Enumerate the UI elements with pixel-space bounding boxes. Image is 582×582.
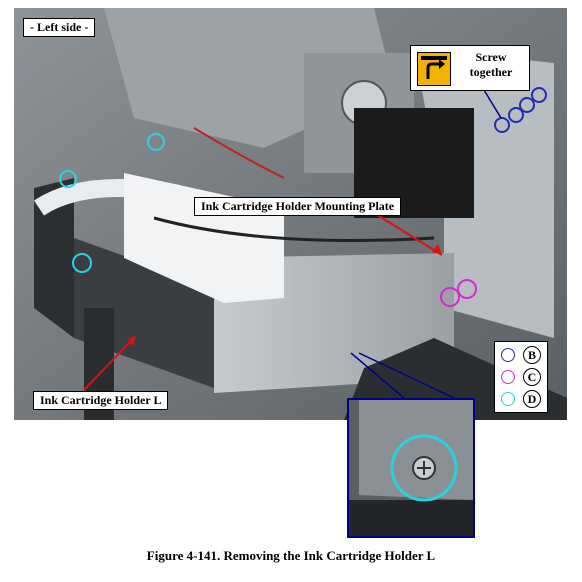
legend-letter: C [523,368,541,386]
legend-ring-icon [501,370,515,384]
legend-row-b: B [499,345,545,365]
rotate-arrow-icon [421,56,447,79]
legend-row-c: C [499,367,545,387]
legend-row-d: D [499,389,545,409]
screw-detail-illustration [349,400,473,536]
screw-together-note: Screw together [410,45,530,91]
legend-ring-icon [501,348,515,362]
mounting-plate-label: Ink Cartridge Holder Mounting Plate [194,197,402,216]
legend-letter: D [523,390,541,408]
screw-text-line1: Screw [475,50,507,64]
legend-letter: B [523,346,541,364]
screw-detail-inset [347,398,475,538]
screw-together-icon [417,52,451,86]
holder-l-label: Ink Cartridge Holder L [33,391,169,410]
screw-text-line2: together [469,65,513,79]
screw-legend: B C D [494,341,548,413]
left-side-label: - Left side - [23,18,96,37]
legend-ring-icon [501,392,515,406]
figure-caption: Figure 4-141. Removing the Ink Cartridge… [146,548,436,563]
screw-together-text: Screw together [455,50,527,80]
